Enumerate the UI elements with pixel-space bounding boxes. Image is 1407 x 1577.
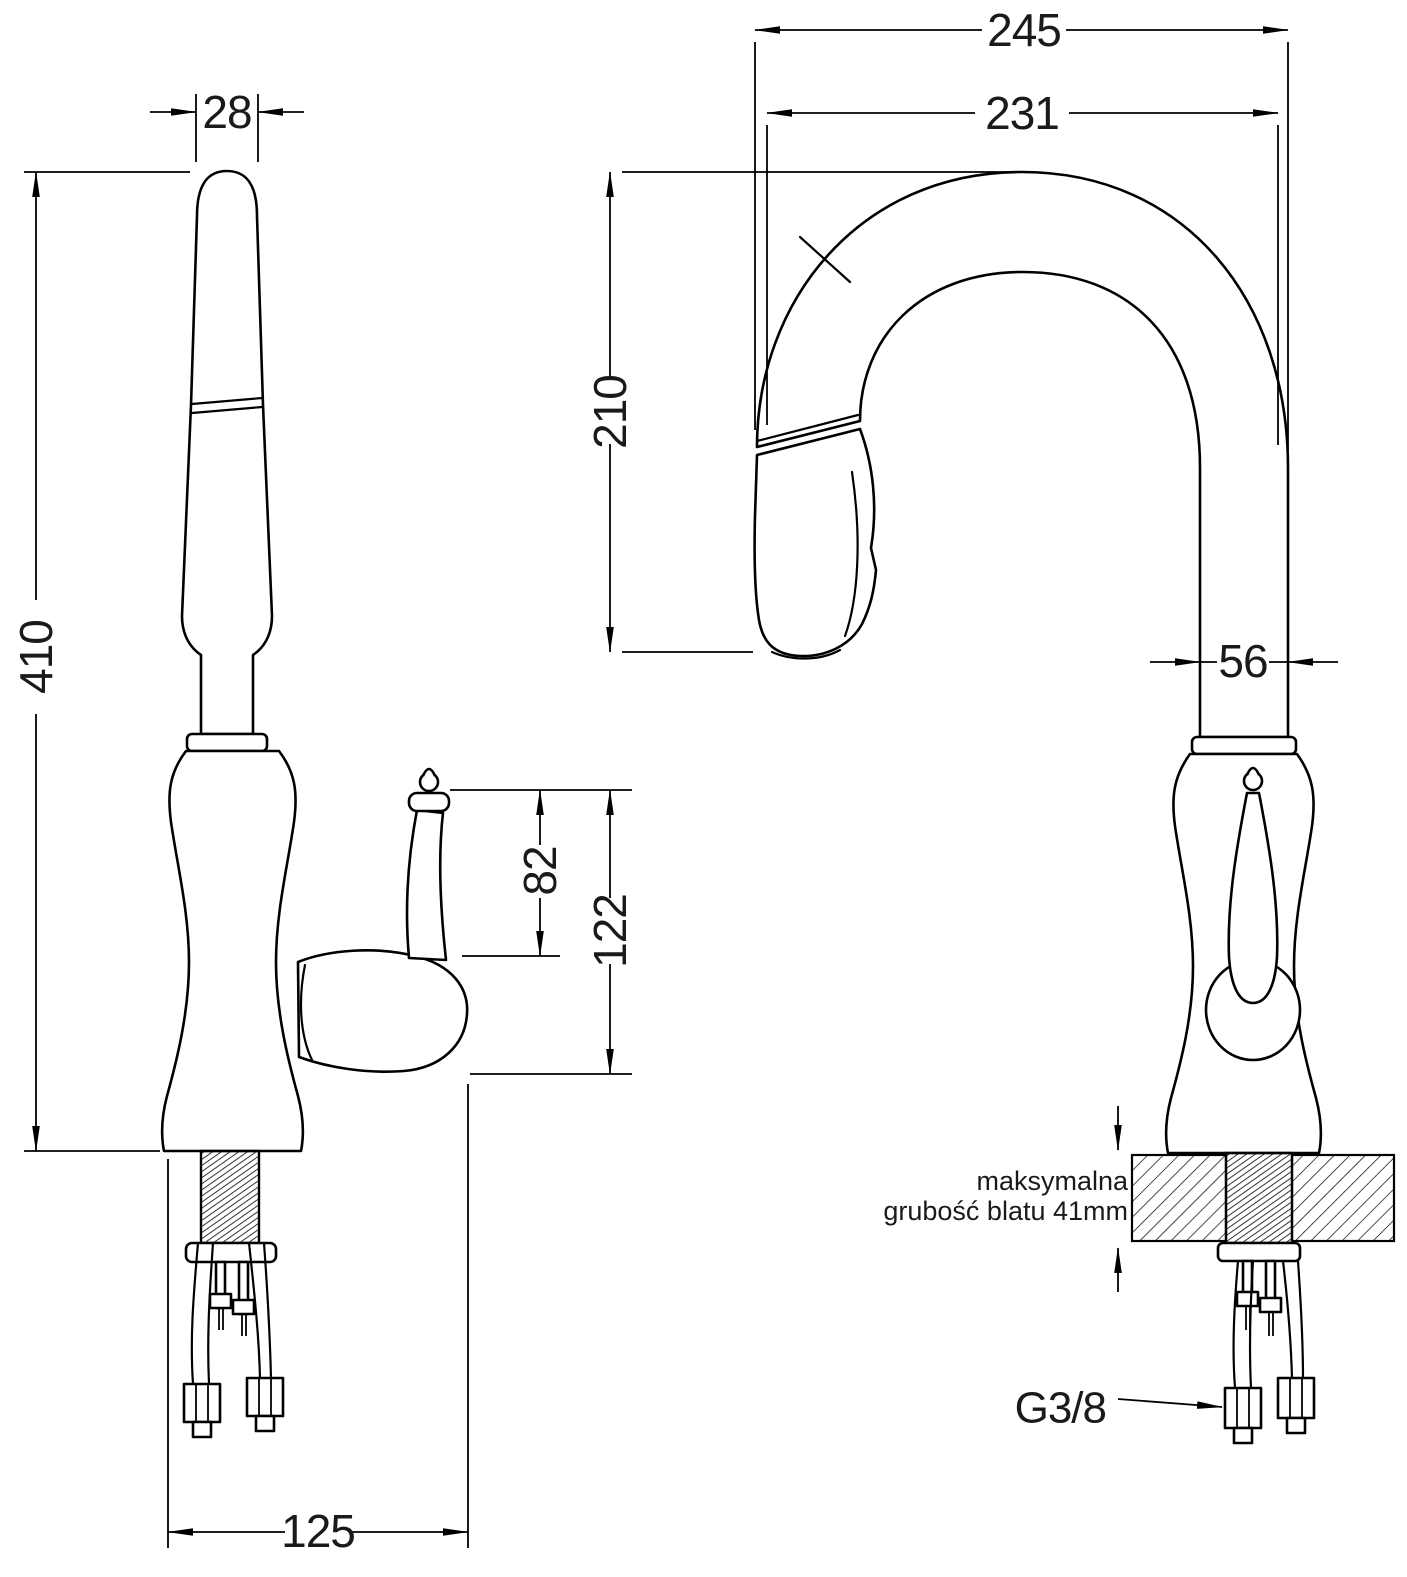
lever-finial-tip-front [1245, 766, 1261, 776]
spray-head-seam [755, 413, 860, 443]
spout-column [180, 169, 274, 736]
dim-overall-width: 245 [754, 4, 1289, 450]
hose-connector [1276, 1376, 1316, 1420]
dim-spout-height: 210 [584, 171, 1014, 653]
dim-label-28: 28 [202, 86, 251, 138]
extension-line [766, 125, 1279, 445]
mounting-stud [1235, 1259, 1260, 1330]
lever-finial-tip [421, 767, 437, 777]
connector-tip [1232, 1426, 1254, 1445]
thread-callout: G3/8 [1015, 1384, 1223, 1433]
countertop-section-left [1130, 1153, 1228, 1243]
counter-note: maksymalna grubość blatu 41mm [883, 1166, 1129, 1226]
dim-handle-total: 122 [470, 789, 636, 1075]
dim-label-410: 410 [10, 620, 62, 694]
dim-label-210: 210 [584, 375, 636, 449]
connector-tip [191, 1420, 213, 1439]
handle-lever-front [1227, 791, 1279, 1005]
mounting-shank-front [1224, 1151, 1294, 1245]
handle-lever [405, 808, 448, 962]
dim-label-82: 82 [514, 846, 566, 895]
neck-collar-front [1190, 735, 1298, 756]
extension-line [24, 171, 190, 1152]
gooseneck-spout-tube [755, 170, 1290, 739]
supply-hose [245, 1241, 285, 1433]
extension-line [754, 42, 1289, 450]
thread-size-label: G3/8 [1015, 1384, 1106, 1433]
spray-head [753, 427, 878, 658]
housing-joint-line [299, 963, 314, 1062]
dim-total-height: 410 [10, 171, 190, 1152]
dim-label-122: 122 [584, 894, 636, 968]
spout-seam-line [190, 405, 264, 415]
handle-housing [296, 949, 469, 1073]
dim-handle-upper: 82 [450, 789, 632, 957]
dim-label-56: 56 [1218, 635, 1267, 687]
connector-tip [254, 1414, 276, 1433]
aerator-line [770, 648, 842, 660]
mounting-bracket-front [1216, 1241, 1302, 1263]
thread-callout-arrow [1117, 1398, 1223, 1409]
countertop-section-right [1290, 1153, 1396, 1243]
mounting-stud [208, 1260, 233, 1330]
spout-seam-line [190, 396, 264, 406]
neck-collar [185, 732, 269, 753]
stud-nut [231, 1298, 256, 1316]
hose-connector [1223, 1386, 1263, 1430]
hose-connector [182, 1382, 222, 1424]
front-view [753, 170, 1396, 1445]
side-view [160, 169, 469, 1439]
spray-head-detail-line [843, 470, 859, 638]
connector-tip [1285, 1416, 1307, 1435]
mounting-stud [231, 1260, 256, 1336]
mounting-stud [1258, 1259, 1283, 1336]
stud-nut [208, 1292, 233, 1310]
dim-label-231: 231 [985, 87, 1059, 139]
supply-hose [182, 1241, 222, 1439]
extension-line [622, 171, 1014, 653]
supply-hose [1276, 1259, 1316, 1435]
counter-note-line2: grubość blatu 41mm [883, 1196, 1128, 1226]
lever-disc [407, 791, 451, 813]
mounting-shank [199, 1149, 261, 1245]
mounting-bracket [184, 1241, 278, 1264]
label-backplate [1217, 640, 1269, 684]
dim-label-245: 245 [987, 4, 1061, 56]
stud-nut [1258, 1296, 1283, 1314]
supply-hose [1223, 1259, 1263, 1445]
dim-spout-reach: 231 [766, 87, 1279, 445]
extension-line [195, 94, 259, 162]
dim-spout-top-width: 28 [150, 86, 304, 162]
stud-nut [1235, 1290, 1260, 1308]
hose-connector [245, 1376, 285, 1418]
spout-upper-seam [798, 235, 852, 284]
dim-label-125: 125 [281, 1505, 355, 1557]
extension-line [167, 1084, 469, 1548]
dim-base-offset: 125 [167, 1084, 469, 1557]
counter-note-line1: maksymalna [976, 1166, 1129, 1196]
dim-column-width: 56 [1150, 635, 1338, 687]
faucet-body [160, 749, 305, 1153]
